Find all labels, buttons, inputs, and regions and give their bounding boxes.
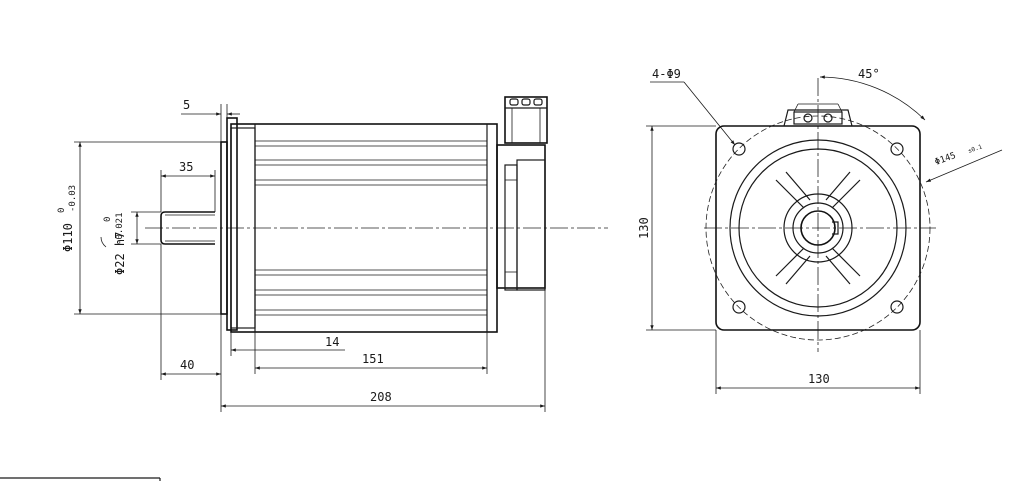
dim-width: 130 xyxy=(715,330,921,394)
dim-35: 35 xyxy=(160,160,216,212)
pcd-circle xyxy=(705,115,931,341)
tol-shaft-lower: -0.021 xyxy=(115,212,125,245)
dim-5-text: 5 xyxy=(183,98,190,112)
dim-width-text: 130 xyxy=(808,372,830,386)
dim-shaft-dia: Φ22 h7 0 -0.021 xyxy=(100,211,161,275)
dim-spigot-dia: Φ110 0 -0.03 xyxy=(57,141,221,315)
motor-body xyxy=(230,123,498,333)
flange xyxy=(220,117,256,331)
tol-shaft-upper: 0 xyxy=(103,217,113,222)
tol-pcd: ±0.1 xyxy=(967,143,983,155)
dim-angle: 45° xyxy=(819,67,926,121)
shaft xyxy=(160,211,215,245)
dim-holes-text: 4-Φ9 xyxy=(652,67,681,81)
dim-40: 40 xyxy=(160,244,222,412)
front-flange xyxy=(715,125,921,331)
dim-angle-text: 45° xyxy=(858,67,880,81)
tol-spigot-lower: -0.03 xyxy=(68,185,78,212)
dim-208: 208 xyxy=(220,288,546,412)
connector xyxy=(504,96,548,144)
dim-pcd: Φ145 ±0.1 xyxy=(925,143,1003,183)
front-view: 45° 4-Φ9 Φ145 ±0.1 130 xyxy=(637,67,1003,394)
dim-151: 151 xyxy=(254,332,488,374)
dim-holes: 4-Φ9 xyxy=(650,67,736,146)
dim-height-text: 130 xyxy=(637,217,651,239)
shaft-end xyxy=(800,210,836,246)
tol-spigot-upper: 0 xyxy=(57,208,67,213)
dim-spigot-dia-text: Φ110 xyxy=(61,223,75,252)
dim-208-text: 208 xyxy=(370,390,392,404)
dim-pcd-text: Φ145 xyxy=(934,151,958,168)
dim-151-text: 151 xyxy=(362,352,384,366)
rear-encoder xyxy=(496,144,546,291)
dim-35-text: 35 xyxy=(179,160,193,174)
dim-height: 130 xyxy=(637,125,716,331)
dim-14: 14 xyxy=(230,332,345,356)
dim-shaft-dia-text: Φ22 h7 xyxy=(113,232,127,275)
spokes xyxy=(775,171,861,285)
dim-40-text: 40 xyxy=(180,358,194,372)
mounting-holes xyxy=(732,142,904,314)
dim-5: 5 xyxy=(181,98,240,142)
dim-14-text: 14 xyxy=(325,335,339,349)
side-view: 5 35 Φ22 h7 0 -0.021 xyxy=(57,96,608,412)
